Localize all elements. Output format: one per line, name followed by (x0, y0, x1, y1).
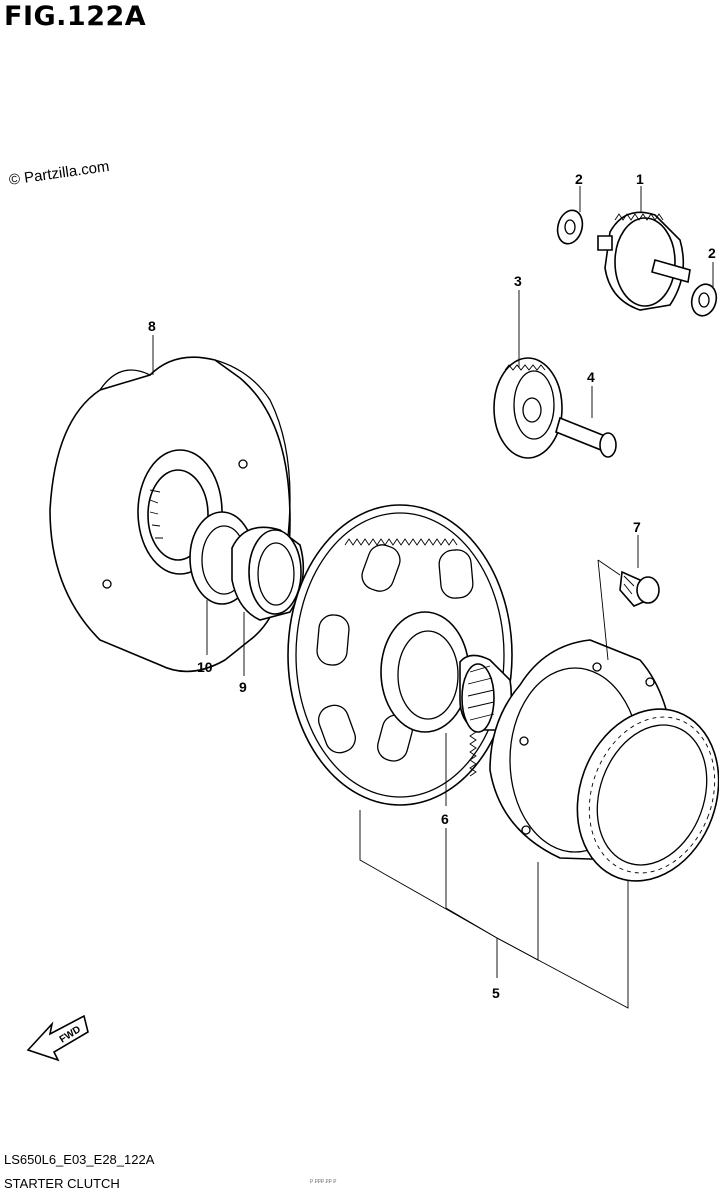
callout-9[interactable]: 9 (239, 679, 247, 695)
part-1-idle-gear-2[interactable] (597, 211, 691, 311)
callout-8[interactable]: 8 (148, 318, 156, 334)
callout-2-left[interactable]: 2 (575, 171, 583, 187)
callout-2-right[interactable]: 2 (708, 245, 716, 261)
callout-3[interactable]: 3 (514, 273, 522, 289)
figure-name: STARTER CLUTCH (4, 1176, 120, 1191)
part-6-needle-bearing[interactable] (459, 654, 513, 733)
callout-5[interactable]: 5 (492, 985, 500, 1001)
part-2-washer-left[interactable] (554, 207, 586, 246)
callout-1[interactable]: 1 (636, 171, 644, 187)
callout-7[interactable]: 7 (633, 519, 641, 535)
leader-lines (152, 186, 714, 1009)
part-8-clutch-plate[interactable] (49, 356, 291, 673)
part-7-bolt[interactable] (619, 570, 660, 607)
fine-print: ꝑ ꝑꝑꝑ ꝑꝑ ꝑ (310, 1178, 337, 1184)
callout-6[interactable]: 6 (441, 811, 449, 827)
callouts: 1 2 2 3 4 5 6 7 8 9 10 (148, 171, 716, 1001)
part-3-idle-gear[interactable] (493, 357, 563, 459)
fwd-arrow: FWD (26, 1014, 89, 1062)
part-5-sprag-ring[interactable] (554, 689, 719, 901)
part-9-bearing[interactable] (231, 526, 305, 621)
part-6-driven-gear[interactable] (287, 504, 513, 806)
figure-code: LS650L6_E03_E28_122A (4, 1152, 155, 1167)
part-2-washer-right[interactable] (688, 281, 719, 318)
figure-title: FIG.122A (4, 1, 147, 32)
callout-10[interactable]: 10 (197, 659, 213, 675)
callout-4[interactable]: 4 (587, 369, 595, 385)
part-4-idle-shaft[interactable] (555, 416, 617, 458)
